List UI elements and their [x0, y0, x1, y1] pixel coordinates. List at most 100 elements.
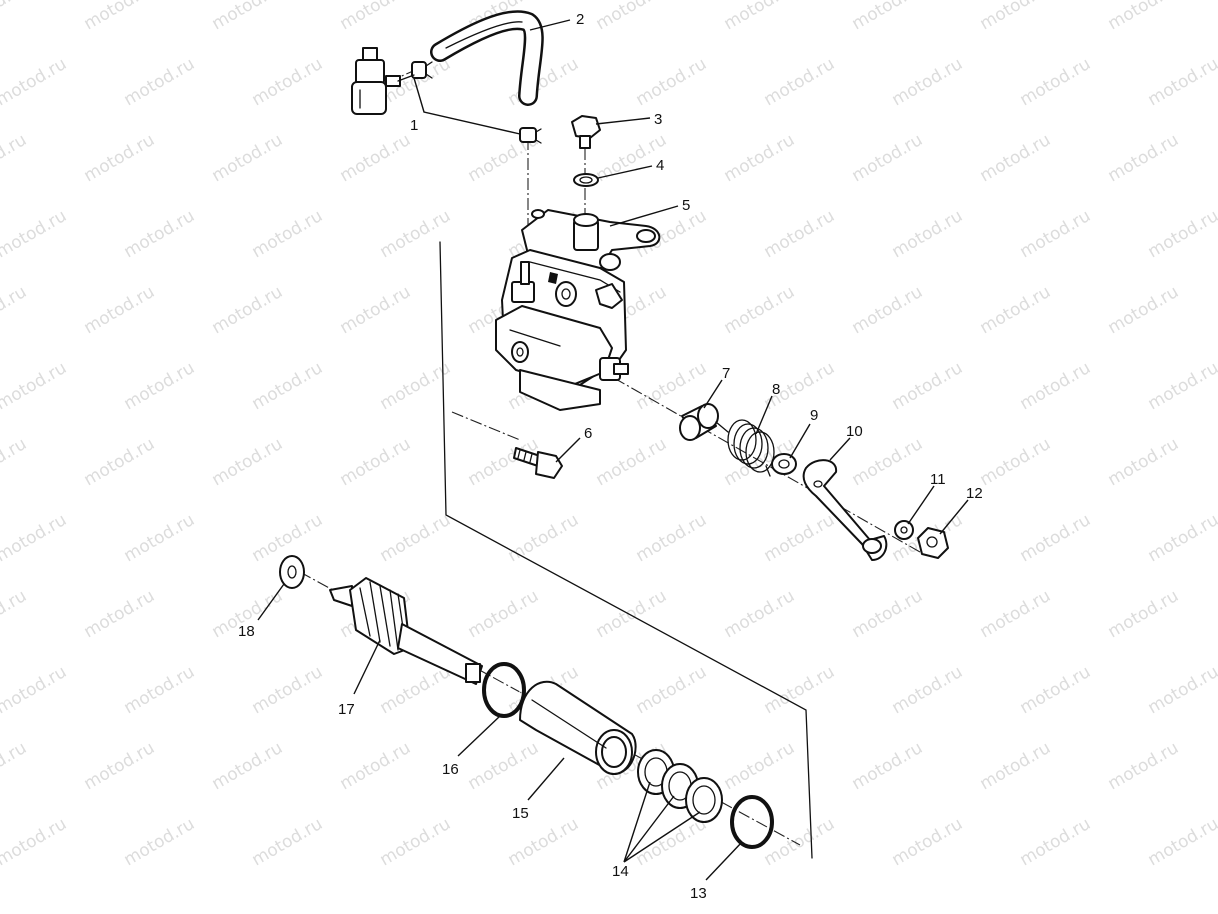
watermark-text: motod.ru — [889, 54, 967, 110]
watermark-text: motod.ru — [81, 738, 159, 794]
watermark-text: motod.ru — [0, 0, 30, 34]
watermark-text: motod.ru — [633, 54, 711, 110]
watermark-text: motod.ru — [889, 206, 967, 262]
watermark-text: motod.ru — [633, 358, 711, 414]
watermark-text: motod.ru — [337, 130, 415, 186]
watermark-text: motod.ru — [121, 358, 199, 414]
lock-washer — [894, 520, 914, 540]
callout-16: 16 — [442, 761, 459, 778]
watermark-text: motod.ru — [209, 282, 287, 338]
watermark-text: motod.ru — [337, 0, 415, 34]
watermark-text: motod.ru — [1017, 54, 1095, 110]
watermark-text: motod.ru — [377, 662, 455, 718]
callout-14: 14 — [612, 863, 629, 880]
watermark-text: motod.ru — [761, 206, 839, 262]
watermark-text: motod.ru — [377, 206, 455, 262]
watermark-text: motod.ru — [977, 434, 1055, 490]
watermark-text: motod.ru — [849, 282, 927, 338]
watermark-text: motod.ru — [593, 0, 671, 34]
watermark-text: motod.ru — [849, 434, 927, 490]
watermark-text: motod.ru — [465, 586, 543, 642]
watermark-text: motod.ru — [1145, 814, 1218, 870]
callout-3: 3 — [654, 111, 662, 128]
bleed-screw — [571, 115, 601, 149]
watermark-text: motod.ru — [81, 0, 159, 34]
watermark-text: motod.ru — [1017, 814, 1095, 870]
callout-2: 2 — [576, 11, 584, 28]
callout-5: 5 — [682, 197, 690, 214]
watermark-text: motod.ru — [1017, 358, 1095, 414]
callout-15: 15 — [512, 805, 529, 822]
watermark-text: motod.ru — [81, 282, 159, 338]
watermark-text: motod.ru — [0, 358, 70, 414]
watermark-text: motod.ru — [849, 586, 927, 642]
exploded-view-frame — [439, 241, 813, 859]
watermark-text: motod.ru — [1105, 738, 1183, 794]
watermark-text: motod.ru — [1145, 510, 1218, 566]
watermark-text: motod.ru — [121, 510, 199, 566]
watermark-text: motod.ru — [1105, 586, 1183, 642]
watermark-text: motod.ru — [593, 434, 671, 490]
watermark-text: motod.ru — [633, 814, 711, 870]
watermark-text: motod.ru — [81, 434, 159, 490]
watermark-text: motod.ru — [761, 510, 839, 566]
sealing-washer — [573, 173, 599, 187]
watermark-text: motod.ru — [1017, 206, 1095, 262]
oil-hose — [430, 10, 544, 106]
hose-clamp-upper — [411, 61, 433, 79]
watermark-text: motod.ru — [0, 510, 70, 566]
watermark-text: motod.ru — [209, 0, 287, 34]
callout-4: 4 — [656, 157, 664, 174]
watermark-text: motod.ru — [1145, 54, 1218, 110]
watermark-text: motod.ru — [761, 54, 839, 110]
watermark-text: motod.ru — [1017, 510, 1095, 566]
callout-labels: 1 2 3 4 5 6 7 8 9 10 11 12 13 14 15 16 1… — [238, 11, 983, 902]
watermark-text: motod.ru — [593, 586, 671, 642]
watermark-text: motod.ru — [249, 814, 327, 870]
watermark-text: motod.ru — [1145, 358, 1218, 414]
watermark-text: motod.ru — [337, 282, 415, 338]
watermark-text: motod.ru — [249, 358, 327, 414]
watermark-text: motod.ru — [209, 738, 287, 794]
watermark-text: motod.ru — [721, 282, 799, 338]
spring-washer — [771, 453, 797, 475]
watermark-text: motod.ru — [1145, 662, 1218, 718]
watermark-text: motod.ru — [889, 814, 967, 870]
callout-17: 17 — [338, 701, 355, 718]
watermark-text: motod.ru — [0, 206, 70, 262]
callout-7: 7 — [722, 365, 730, 382]
o-ring-16 — [482, 662, 526, 718]
watermark-text: motod.ru — [337, 434, 415, 490]
mounting-bolt — [513, 447, 563, 479]
spacer-collar — [679, 403, 719, 441]
callout-1: 1 — [410, 117, 418, 134]
callout-8: 8 — [772, 381, 780, 398]
callout-13: 13 — [690, 885, 707, 902]
watermark-text: motod.ru — [0, 282, 30, 338]
watermark-text: motod.ru — [1105, 282, 1183, 338]
watermark-text: motod.ru — [1105, 0, 1183, 34]
watermark-text: motod.ru — [0, 662, 70, 718]
retaining-ring — [730, 795, 774, 849]
watermark-text: motod.ru — [977, 738, 1055, 794]
watermark-text: motod.ru — [721, 738, 799, 794]
watermark-text: motod.ru — [977, 586, 1055, 642]
watermark-text: motod.ru — [465, 738, 543, 794]
watermark-text: motod.ru — [209, 130, 287, 186]
watermark-text: motod.ru — [1017, 662, 1095, 718]
callout-9: 9 — [810, 407, 818, 424]
watermark-text: motod.ru — [1105, 434, 1183, 490]
watermark-text: motod.ru — [249, 206, 327, 262]
callout-11: 11 — [930, 471, 946, 488]
callout-10: 10 — [846, 423, 863, 440]
watermark-text: motod.ru — [633, 510, 711, 566]
hose-clamp-lower — [519, 127, 542, 144]
watermark-text: motod.ru — [721, 0, 799, 34]
callout-6: 6 — [584, 425, 592, 442]
watermark-text: motod.ru — [209, 434, 287, 490]
shim-set — [637, 749, 723, 823]
watermark-text: motod.ru — [337, 738, 415, 794]
watermark-text: motod.ru — [121, 814, 199, 870]
control-lever — [802, 459, 888, 561]
